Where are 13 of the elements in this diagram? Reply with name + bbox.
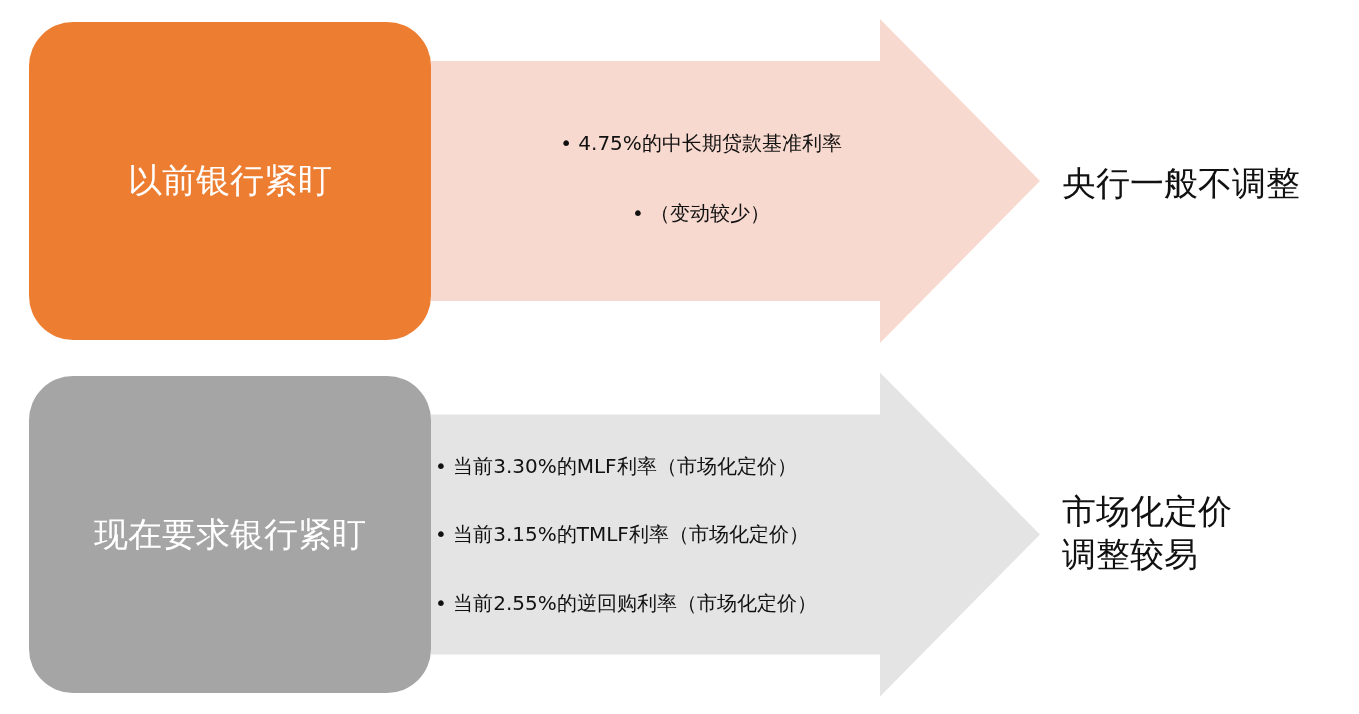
rounded-box bbox=[29, 376, 431, 693]
result-text: 央行一般不调整 bbox=[1062, 162, 1342, 205]
bullet-text: • 当前3.30%的MLF利率（市场化定价） bbox=[435, 453, 797, 480]
bullet-text: • 4.75%的中长期贷款基准利率 bbox=[559, 130, 843, 157]
rounded-box bbox=[29, 22, 431, 340]
block-arrow bbox=[431, 19, 1040, 343]
bullet-text: • （变动较少） bbox=[630, 200, 772, 227]
bullet-text: • 当前2.55%的逆回购利率（市场化定价） bbox=[435, 590, 817, 617]
box-label: 以前银行紧盯 bbox=[128, 159, 332, 202]
bullet-text: • 当前3.15%的TMLF利率（市场化定价） bbox=[435, 521, 809, 548]
block-arrow bbox=[431, 372, 1040, 697]
result-text: 市场化定价调整较易 bbox=[1062, 490, 1262, 575]
box-label: 现在要求银行紧盯 bbox=[94, 512, 366, 556]
